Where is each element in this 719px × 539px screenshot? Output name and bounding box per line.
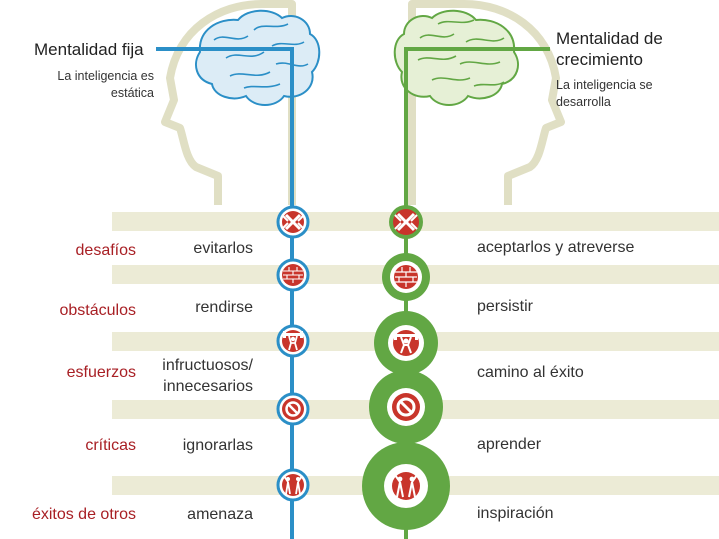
people-icon-fixed — [282, 474, 304, 496]
growth-head-silhouette — [408, 0, 565, 205]
category-label: desafíos — [75, 242, 136, 259]
cross-arrows-icon-fixed — [282, 211, 304, 233]
growth-response: camino al éxito — [477, 364, 584, 381]
category-label: esfuerzos — [66, 364, 136, 381]
category-label: éxitos de otros — [31, 506, 136, 523]
fixed-brain-icon — [195, 9, 321, 106]
weightlifter-icon-growth — [393, 330, 419, 356]
growth-mindset-title-2: crecimiento — [556, 50, 643, 69]
fixed-response-line-2: innecesarios — [163, 378, 253, 395]
cross-arrows-icon-growth — [393, 209, 419, 235]
growth-mindset-subtitle-1: La inteligencia se — [556, 78, 653, 92]
prohibited-icon-fixed — [282, 398, 304, 420]
fixed-mindset-title: Mentalidad fija — [34, 40, 144, 59]
growth-response: aprender — [477, 436, 542, 453]
fixed-connector-line — [156, 47, 294, 539]
growth-response: inspiración — [477, 505, 554, 522]
fixed-response-line-1: infructuosos/ — [162, 357, 253, 374]
brick-wall-icon-fixed — [282, 264, 304, 286]
fixed-response: amenaza — [187, 506, 253, 523]
people-icon-growth — [392, 472, 420, 500]
brick-wall-icon-growth — [394, 265, 418, 289]
growth-mindset-subtitle-2: desarrolla — [556, 95, 611, 109]
fixed-mindset-subtitle-2: estática — [110, 86, 154, 100]
weightlifter-icon-fixed — [282, 330, 304, 352]
category-label: críticas — [85, 437, 136, 454]
growth-response: persistir — [477, 298, 534, 315]
growth-mindset-title-1: Mentalidad de — [556, 29, 663, 48]
fixed-response: rendirse — [195, 299, 253, 316]
category-label: obstáculos — [59, 302, 137, 319]
fixed-head-silhouette — [161, 0, 296, 205]
fixed-response: evitarlos — [193, 240, 253, 257]
growth-brain-icon — [393, 9, 519, 106]
fixed-response: ignorarlas — [182, 437, 253, 454]
fixed-mindset-subtitle-1: La inteligencia es — [57, 69, 154, 83]
prohibited-icon-growth — [392, 393, 420, 421]
growth-response: aceptarlos y atreverse — [477, 239, 635, 256]
